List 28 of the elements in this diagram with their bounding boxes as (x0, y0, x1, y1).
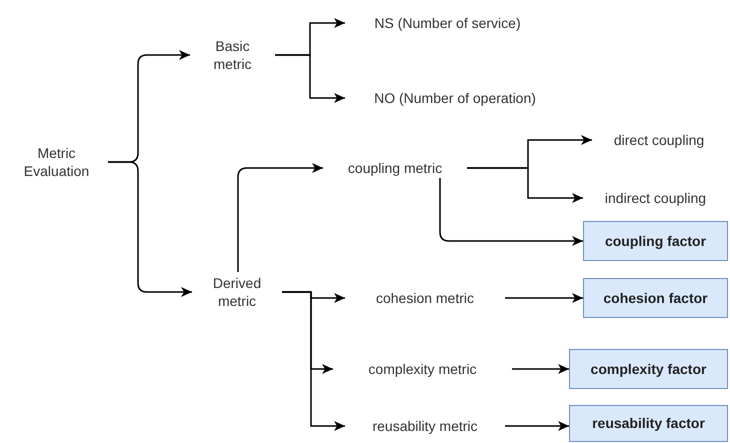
node-label: NO (Number of operation) (374, 88, 536, 108)
arrow (108, 161, 192, 297)
node-label: indirect coupling (604, 188, 706, 208)
node-label: complexity metric (368, 360, 477, 378)
arrow (505, 421, 569, 431)
box-label: reusability factor (592, 414, 705, 433)
node-label: direct coupling (614, 130, 704, 150)
factor-box (583, 278, 728, 318)
arrow (467, 167, 583, 203)
node-label: reusability metric (372, 416, 478, 436)
box-label: coupling factor (604, 232, 706, 250)
node-label: Metric Evaluation (22, 144, 90, 180)
factor-box (569, 349, 728, 389)
box-label: complexity factor (590, 360, 706, 378)
node-label: coupling metric (348, 158, 442, 178)
arrow (439, 178, 583, 246)
arrow (275, 54, 345, 103)
arrow (505, 293, 583, 303)
arrow (237, 163, 323, 272)
node-label: Derived metric (212, 274, 262, 310)
arrow (282, 291, 345, 431)
node-label: cohesion metric (376, 288, 474, 308)
arrow (512, 364, 569, 374)
node-label: Basic metric (212, 36, 253, 74)
factor-box (569, 405, 728, 442)
box-label: cohesion factor (603, 288, 708, 308)
factor-box (583, 221, 728, 261)
node-label: NS (Number of service) (374, 14, 521, 32)
